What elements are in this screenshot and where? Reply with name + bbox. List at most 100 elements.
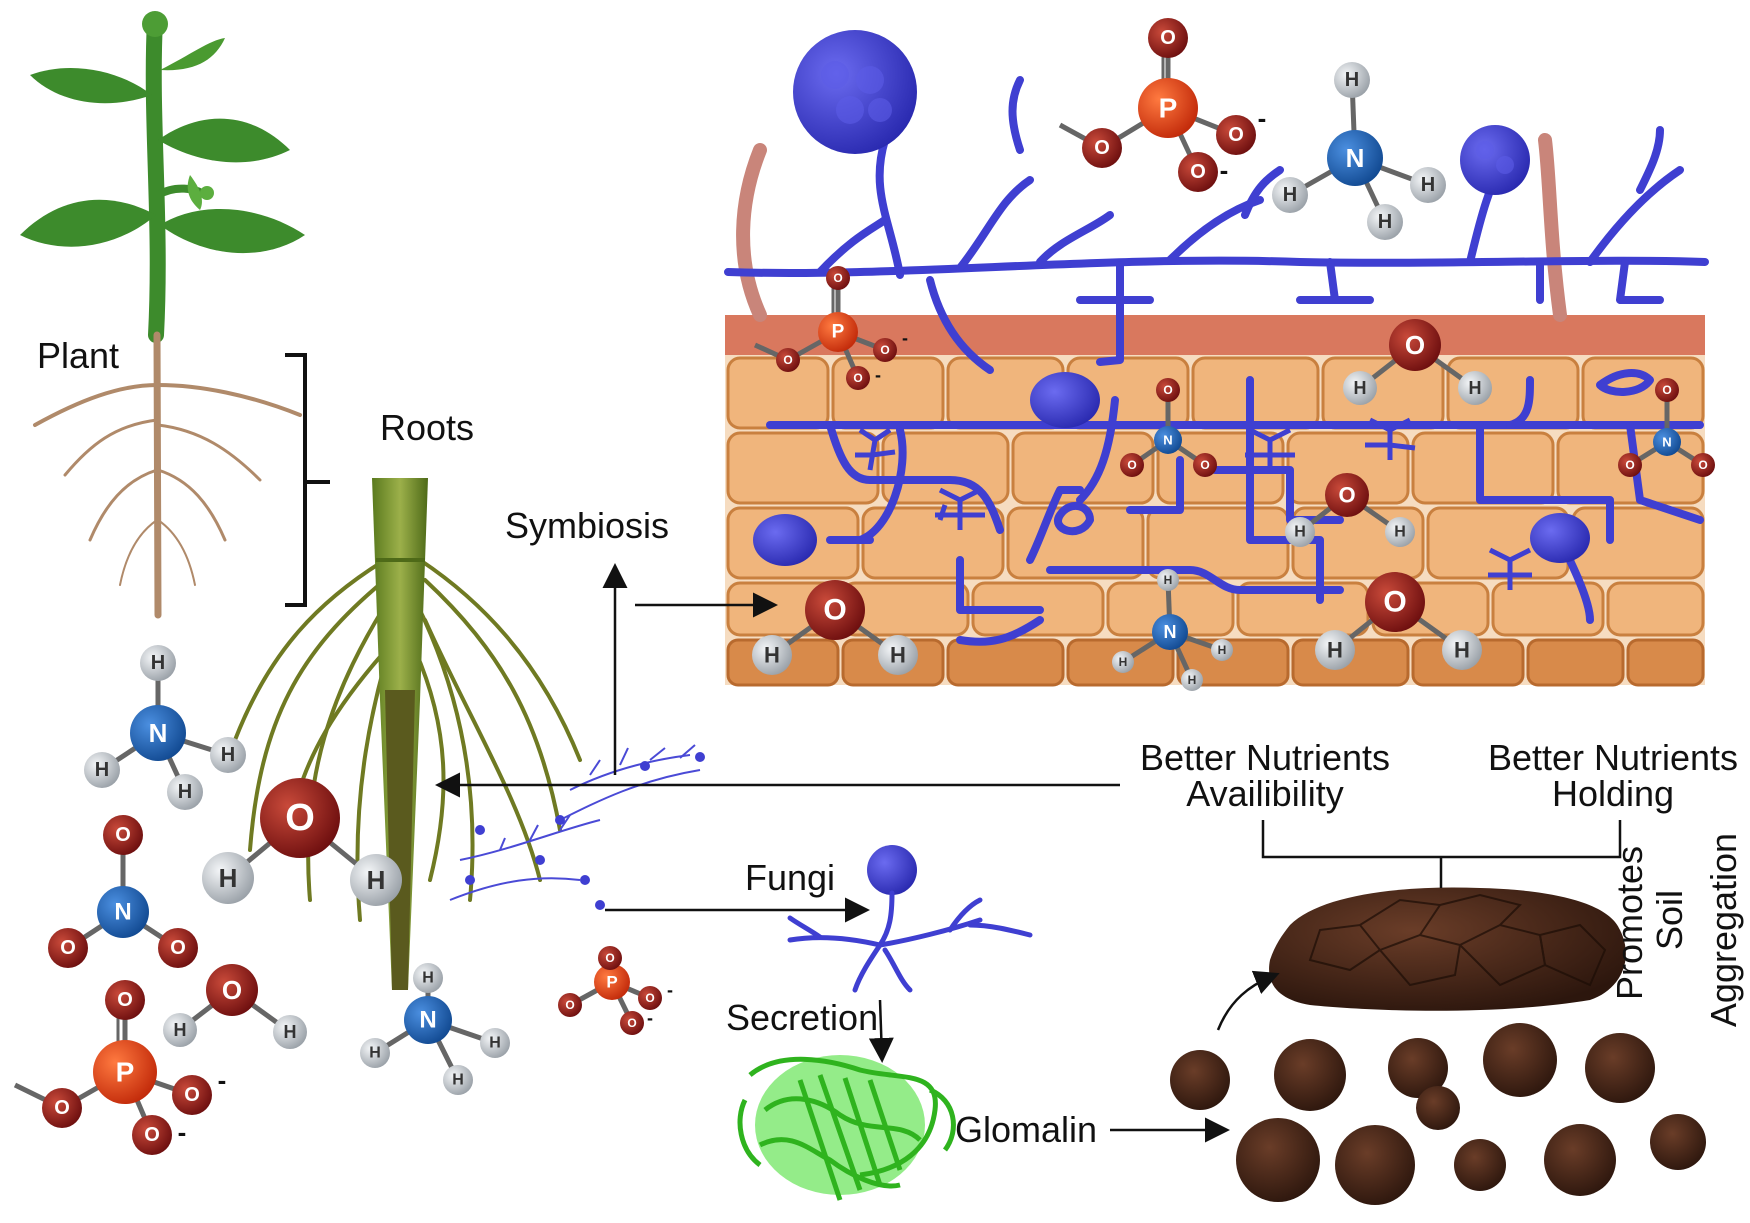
atom-letter: O xyxy=(54,1097,70,1119)
atom-letter: O xyxy=(1383,586,1406,619)
atom-letter: N xyxy=(1662,435,1671,450)
atom-letter: H xyxy=(178,781,192,803)
root-closeup xyxy=(233,478,582,990)
roots-bracket xyxy=(285,353,330,607)
label-plant: Plant xyxy=(37,335,120,376)
label-better-nutrients-holding: Better Nutrients Holding xyxy=(1478,740,1748,812)
atom-letter: H xyxy=(219,863,238,893)
label-fungi: Fungi xyxy=(745,857,836,898)
fungal-hyphae-small xyxy=(449,744,701,901)
atom-letter: O xyxy=(565,998,574,1012)
atom-letter: O xyxy=(823,594,846,627)
charge-sign: - xyxy=(218,1065,227,1095)
glomalin-protein xyxy=(737,1055,956,1201)
fungus-illustration xyxy=(787,845,1033,993)
atom-letter: H xyxy=(764,643,780,668)
fungal-spores-large xyxy=(793,30,1530,195)
atom-letter: O xyxy=(627,1016,636,1030)
plant-root-system xyxy=(33,331,302,619)
atom-letter: H xyxy=(1218,643,1227,657)
atom-letter: H xyxy=(1454,638,1470,663)
atom-letter: O xyxy=(853,371,862,385)
label-promotes: Promotes xyxy=(1609,845,1650,1001)
charge-sign: - xyxy=(1258,103,1267,133)
charge-sign: - xyxy=(902,328,908,348)
charge-sign: - xyxy=(178,1117,187,1147)
atom-letter: P xyxy=(1159,93,1178,124)
atom-letter: P xyxy=(606,973,617,992)
label-aggregation: Aggregation xyxy=(1703,832,1744,1028)
atom-letter: O xyxy=(115,824,131,846)
label-line: Holding xyxy=(1551,773,1675,814)
atom-letter: O xyxy=(1405,330,1425,360)
label-glomalin: Glomalin xyxy=(955,1109,1098,1150)
atom-letter: H xyxy=(1188,673,1197,687)
atom-letter: P xyxy=(116,1057,135,1088)
atom-letter: O xyxy=(605,951,614,965)
charge-sign: - xyxy=(875,365,881,385)
label-better-nutrients-availability: Better Nutrients Availibility xyxy=(1130,740,1400,812)
atom-letter: O xyxy=(1094,137,1110,159)
atom-letter: N xyxy=(419,1007,436,1034)
atom-letter: H xyxy=(1119,655,1128,669)
atom-letter: O xyxy=(1698,458,1707,472)
atom-letter: H xyxy=(221,744,235,766)
label-line: Better Nutrients xyxy=(1487,737,1739,778)
atom-letter: H xyxy=(1294,524,1306,541)
atom-letter: O xyxy=(1338,483,1355,508)
charge-sign: - xyxy=(647,1008,653,1028)
atom-letter: O xyxy=(222,975,242,1005)
atom-letter: O xyxy=(1163,383,1172,397)
atom-letter: P xyxy=(832,322,845,343)
atom-letter: H xyxy=(95,759,109,781)
atom-letter: O xyxy=(1127,458,1136,472)
atom-letter: H xyxy=(1345,69,1359,91)
atom-letter: N xyxy=(1164,622,1177,642)
label-line: Better Nutrients xyxy=(1139,737,1391,778)
atom-letters: P P P P N N N N N N N O O O O O O O O O … xyxy=(54,27,1707,1147)
atom-letter: H xyxy=(1469,378,1482,398)
label-roots: Roots xyxy=(380,407,475,448)
label-line: Availibility xyxy=(1186,773,1344,814)
atom-letter: H xyxy=(369,1045,381,1062)
atom-letter: O xyxy=(184,1084,200,1106)
atom-letter: H xyxy=(1327,638,1343,663)
molecules xyxy=(13,18,1715,1155)
atom-letter: H xyxy=(422,970,434,987)
charge-sign: - xyxy=(667,980,673,1000)
atom-letter: O xyxy=(170,937,186,959)
atom-letter: N xyxy=(114,899,131,926)
atom-letter: H xyxy=(890,643,906,668)
atom-letter: O xyxy=(1190,161,1206,183)
charge-sign: - xyxy=(1220,155,1229,185)
atom-letter: O xyxy=(880,343,889,357)
atom-letter: N xyxy=(1163,433,1172,448)
atom-letter: H xyxy=(1394,524,1406,541)
plant-illustration xyxy=(20,11,305,343)
atom-letter: H xyxy=(174,1020,187,1040)
atom-letter: O xyxy=(144,1124,160,1146)
arbuscules xyxy=(855,417,1532,590)
atom-letter: H xyxy=(284,1022,297,1042)
fungal-spores-small xyxy=(465,752,705,910)
label-soil: Soil xyxy=(1649,889,1690,951)
atom-letter: H xyxy=(151,652,165,674)
atom-letter: O xyxy=(645,991,654,1005)
atom-letter: O xyxy=(1228,124,1244,146)
atom-letter: O xyxy=(1160,27,1176,49)
soil-aggregates xyxy=(1170,887,1706,1205)
atom-letter: H xyxy=(489,1035,501,1052)
atom-letter: O xyxy=(60,937,76,959)
atom-letter: O xyxy=(833,271,842,285)
arrows xyxy=(435,563,1622,1143)
atom-letter: N xyxy=(149,718,168,748)
atom-letter: O xyxy=(117,989,133,1011)
atom-letter: O xyxy=(285,797,315,839)
atom-letter: H xyxy=(452,1072,464,1089)
atom-letter: O xyxy=(1625,458,1634,472)
atom-letter: H xyxy=(1354,378,1367,398)
label-symbiosis: Symbiosis xyxy=(505,505,670,546)
atom-letter: H xyxy=(1164,573,1173,587)
atom-letter: O xyxy=(1662,383,1671,397)
